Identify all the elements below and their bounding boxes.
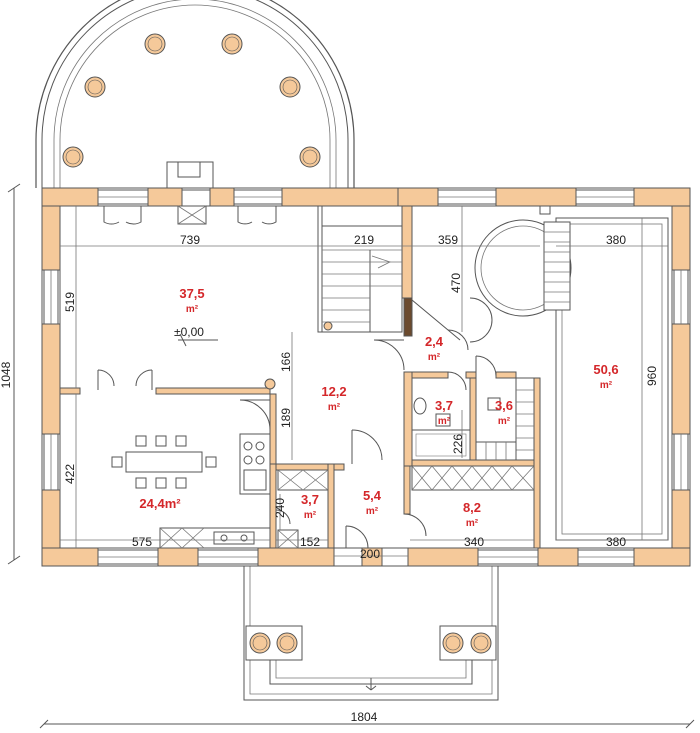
interior-walls (59, 205, 551, 549)
left-dimension: 1048 (0, 183, 21, 565)
terrace-columns (62, 33, 321, 168)
dim-utility-340: 340 (464, 535, 484, 549)
unit-wc: m² (304, 510, 317, 521)
unit-pool: m² (600, 380, 613, 391)
interior-doors (97, 297, 497, 549)
kitchen-units (159, 433, 271, 549)
terrace-doors (103, 205, 277, 225)
area-dining: 24,4m² (139, 496, 181, 511)
area-bath: 3,7 (435, 398, 453, 413)
unit-living: m² (186, 304, 199, 315)
dim-hall-189: 189 (279, 408, 293, 428)
dim-pool-width-bottom: 380 (606, 535, 626, 549)
front-porch (243, 566, 499, 701)
bottom-dimension: 1804 (39, 710, 695, 729)
terrace-fireplace (166, 161, 214, 191)
dim-overall-width: 1804 (351, 710, 378, 724)
unit-bath: m² (438, 416, 451, 427)
dim-pool-width-top: 380 (606, 233, 626, 247)
area-pool: 50,6 (593, 362, 618, 377)
dim-living-width: 739 (180, 233, 200, 247)
dim-wc-152: 152 (300, 535, 320, 549)
terrace-semicircle (35, 0, 355, 191)
dining-table (111, 435, 217, 489)
unit-hall: m² (328, 402, 341, 413)
dim-pool-length: 960 (645, 366, 659, 386)
area-sauna: 3,6 (495, 398, 513, 413)
level-label: ±0,00 (174, 325, 204, 339)
hall-column (264, 378, 276, 390)
exterior-walls (41, 187, 691, 567)
dim-shower-226: 226 (451, 434, 465, 454)
dim-dining-depth: 422 (63, 464, 77, 484)
dim-stair-width: 219 (354, 233, 374, 247)
unit-entry: m² (366, 506, 379, 517)
unit-utility: m² (466, 518, 479, 529)
dim-hall-166: 166 (279, 352, 293, 372)
area-utility: 8,2 (463, 500, 481, 515)
level-mark: ±0,00 (174, 325, 218, 347)
area-corridor: 2,4 (425, 334, 444, 349)
area-hall: 12,2 (321, 384, 346, 399)
utility-cabinets (411, 465, 535, 491)
sauna-benches (475, 377, 535, 461)
bath-fixtures (411, 397, 471, 461)
unit-sauna: m² (498, 416, 511, 427)
dim-living-depth: 519 (63, 292, 77, 312)
dim-wc-240: 240 (273, 498, 287, 518)
dim-overall-height: 1048 (0, 361, 13, 388)
dim-entry-200: 200 (360, 547, 380, 561)
area-wc: 3,7 (301, 492, 319, 507)
room-labels: 37,5 m² 24,4m² 12,2 m² 2,4 m² 3,7 m² 3,6… (139, 286, 618, 529)
pool (474, 217, 669, 541)
dim-kitchen-width: 575 (132, 535, 152, 549)
staircase (321, 225, 403, 333)
wc-fixtures (277, 469, 329, 549)
area-entry: 5,4 (363, 488, 382, 503)
dim-hall-470: 470 (449, 273, 463, 293)
dim-hall-width: 359 (438, 233, 458, 247)
dimension-labels: 739 219 359 380 519 422 575 166 189 470 … (63, 233, 659, 561)
unit-corridor: m² (428, 352, 441, 363)
windows (43, 189, 689, 565)
interior-dimension-lines (60, 206, 668, 557)
porch-columns (245, 625, 497, 661)
area-living: 37,5 (179, 286, 204, 301)
